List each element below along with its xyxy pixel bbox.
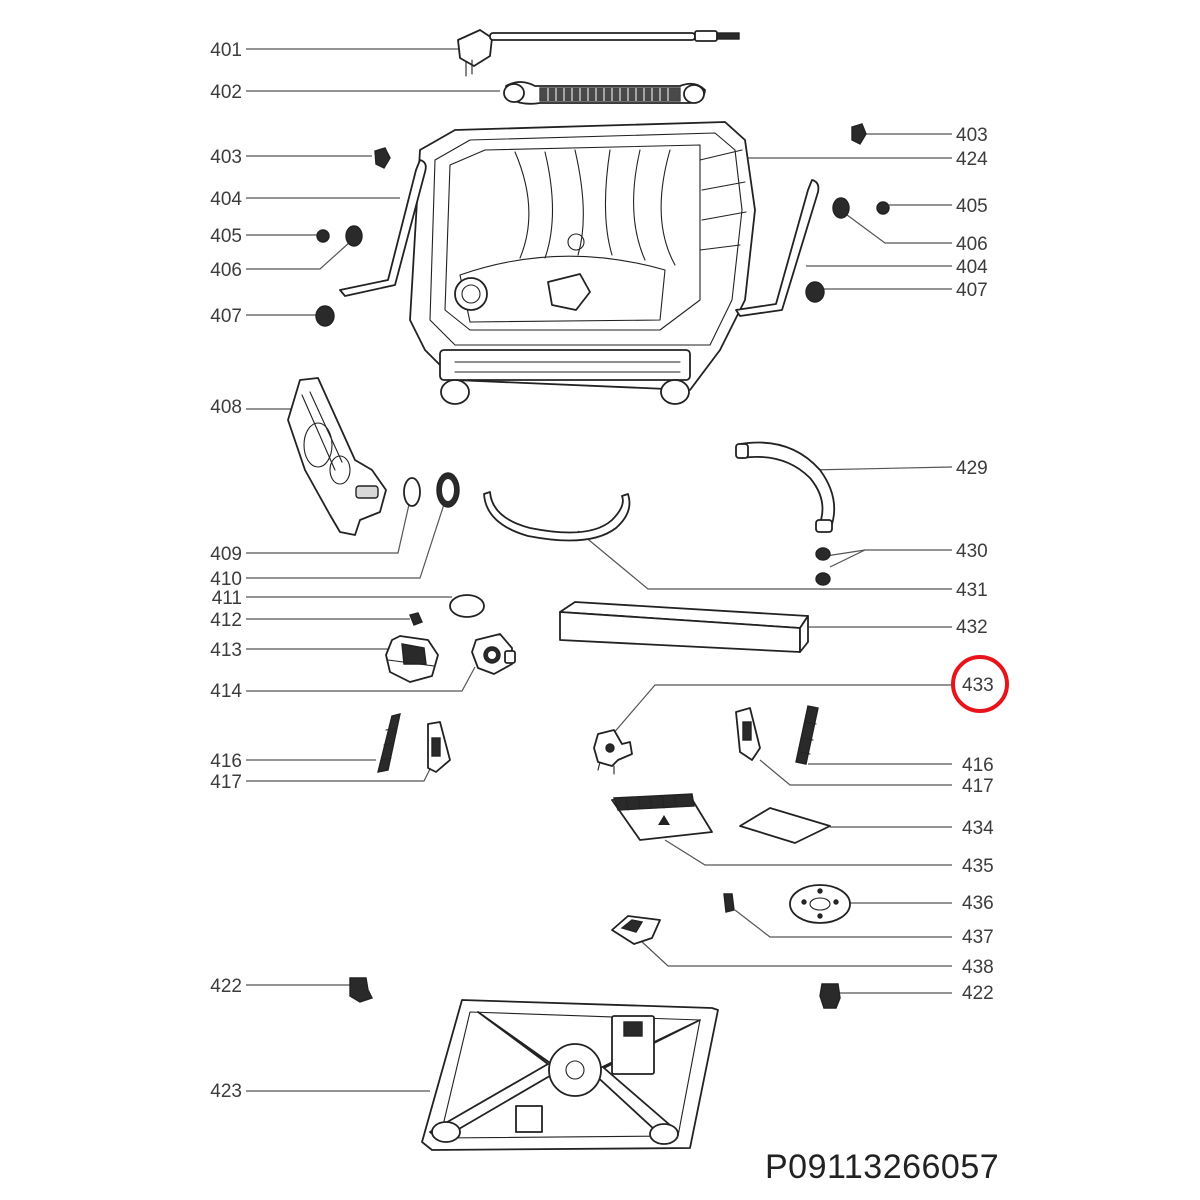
- part-429-inlet-hose: [735, 441, 836, 533]
- label-408: 408: [210, 397, 242, 418]
- part-402-drain-hose: [503, 81, 706, 105]
- label-402: 402: [210, 82, 242, 103]
- label-423: 423: [210, 1081, 242, 1102]
- label-409: 409: [210, 544, 242, 565]
- part-403-left-screw: [374, 147, 391, 169]
- part-435-control-module: [611, 793, 713, 841]
- label-438: 438: [962, 957, 994, 978]
- part-405-right-nut: [876, 201, 890, 215]
- part-403-right-screw: [851, 123, 867, 145]
- part-417-right-bracket: [735, 707, 761, 761]
- label-417-left: 417: [210, 772, 242, 793]
- label-434: 434: [962, 818, 994, 839]
- leader-lines: [246, 48, 953, 1092]
- part-412-screw: [409, 612, 423, 626]
- label-422-right: 422: [962, 983, 994, 1004]
- part-407-right-foot: [805, 281, 825, 303]
- part-422-right-foot: [819, 983, 841, 1009]
- label-406-left: 406: [210, 260, 242, 281]
- label-436: 436: [962, 893, 994, 914]
- part-404-left-rod: [339, 159, 427, 297]
- part-424-tub-assembly: [409, 121, 756, 405]
- label-433: 433: [962, 675, 994, 696]
- label-431: 431: [956, 580, 988, 601]
- part-417-left-bracket: [427, 721, 451, 773]
- part-416-left-hinge-bar: [377, 713, 401, 773]
- label-404-left: 404: [210, 189, 242, 210]
- part-433-flow-valve: [593, 729, 633, 775]
- label-407-left: 407: [210, 306, 242, 327]
- label-401: 401: [210, 40, 242, 61]
- part-414-pump-housing: [471, 633, 516, 675]
- part-436-sump-disc: [789, 884, 851, 924]
- label-416-left: 416: [210, 751, 242, 772]
- part-432-insulation-bar: [559, 601, 809, 653]
- label-417-right: 417: [962, 776, 994, 797]
- label-405-left: 405: [210, 226, 242, 247]
- highlight-circle-433: [951, 655, 1009, 713]
- label-432: 432: [956, 617, 988, 638]
- label-416-right: 416: [962, 755, 994, 776]
- part-413-drain-pump: [385, 635, 439, 683]
- part-416-right-hinge-bar: [795, 705, 819, 765]
- label-404-right: 404: [956, 257, 988, 278]
- label-403-right: 403: [956, 125, 988, 146]
- labels-left: 401 402 403 404 405 406 407 408 409 410 …: [210, 40, 242, 1102]
- label-410: 410: [210, 569, 242, 590]
- part-408-sump-unit: [287, 377, 387, 536]
- label-407-right: 407: [956, 280, 988, 301]
- label-430: 430: [956, 541, 988, 562]
- part-431-loop-hose: [483, 491, 631, 542]
- label-413: 413: [210, 640, 242, 661]
- labels-right: 403 424 405 406 404 407 429 430 431 432 …: [956, 125, 994, 1004]
- part-404-right-rod: [735, 179, 820, 317]
- part-405-left-nut: [316, 229, 330, 243]
- part-410-seal-disc: [436, 472, 460, 508]
- part-434-cover-plate: [739, 807, 831, 844]
- label-429: 429: [956, 458, 988, 479]
- label-424: 424: [956, 149, 988, 170]
- part-430-seal: [815, 547, 831, 561]
- part-406-right-foot: [832, 197, 850, 219]
- label-405-right: 405: [956, 196, 988, 217]
- label-411: 411: [212, 588, 242, 609]
- label-437: 437: [962, 927, 994, 948]
- part-number-code: P09113266057: [765, 1148, 1000, 1186]
- part-406-left-foot: [345, 225, 363, 247]
- part-401-power-cable: [457, 29, 740, 77]
- label-406-right: 406: [956, 234, 988, 255]
- part-422-left-foot: [349, 977, 373, 1003]
- part-437-screw: [723, 893, 735, 913]
- label-403-left: 403: [210, 147, 242, 168]
- label-422-left: 422: [210, 976, 242, 997]
- part-431-seal: [815, 572, 831, 586]
- label-435: 435: [962, 856, 994, 877]
- label-414: 414: [210, 681, 242, 702]
- part-423-base-tray: [421, 999, 719, 1151]
- part-411-o-ring: [449, 594, 485, 618]
- part-407-left-foot: [315, 305, 335, 327]
- label-412: 412: [210, 610, 242, 631]
- part-438-clip: [611, 915, 661, 945]
- part-409-seal-ring: [403, 477, 421, 507]
